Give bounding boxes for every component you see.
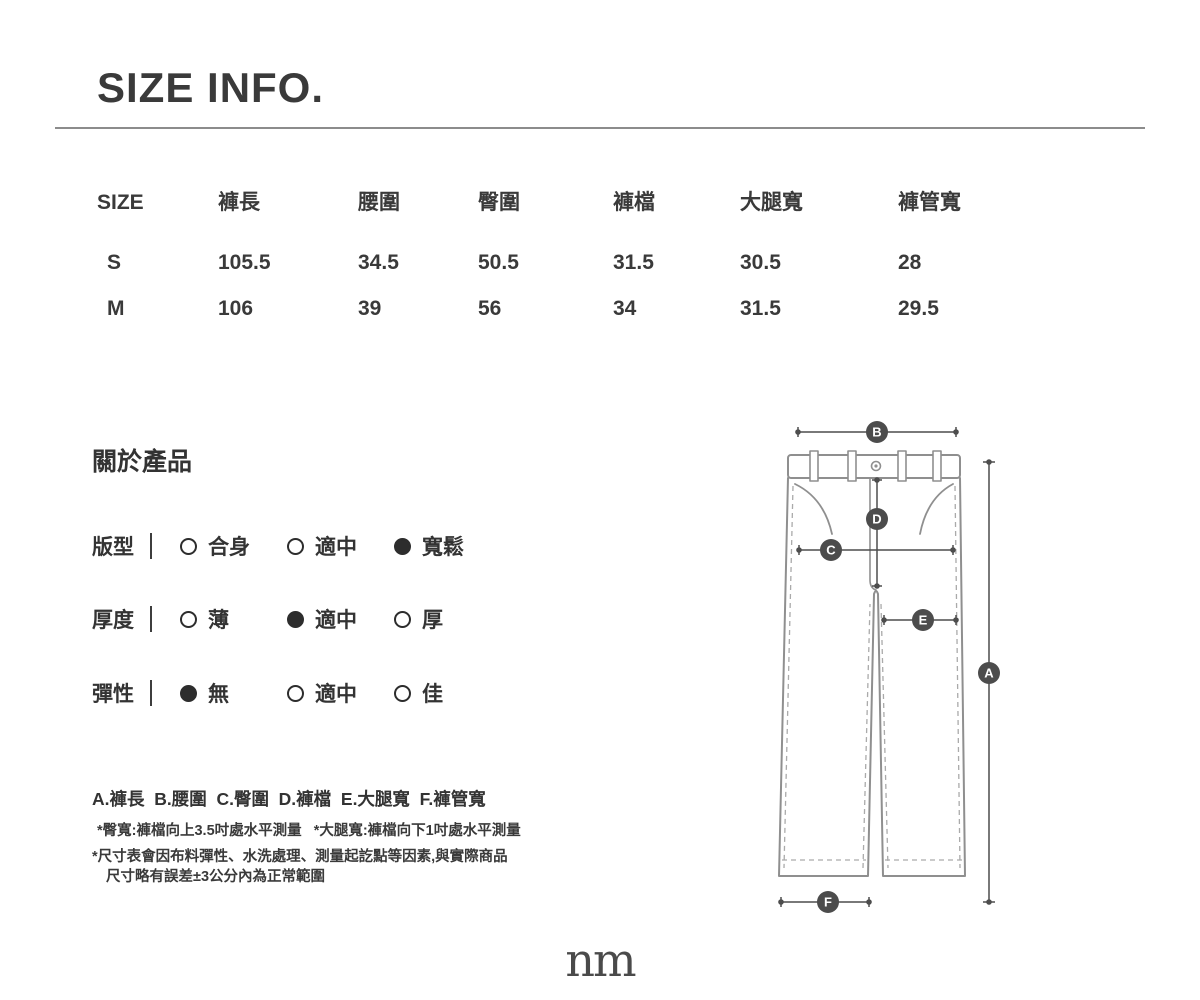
option-label: 適中 <box>315 536 357 559</box>
about-product-title: 關於產品 <box>92 448 193 476</box>
option-item: 厚 <box>394 604 443 634</box>
table-cell: S <box>107 251 122 274</box>
attribute-label: 彈性 <box>92 683 134 706</box>
button-dot <box>874 464 878 468</box>
note-line: 尺寸略有誤差±3公分內為正常範圍 <box>106 869 326 885</box>
table-cell: 31.5 <box>613 251 654 274</box>
attribute-row-thickness: 厚度 薄 適中 厚 <box>92 604 443 634</box>
option-item: 無 <box>180 678 287 708</box>
measure-label-a: A <box>984 666 994 681</box>
table-header-pant-length: 褲長 <box>218 191 260 214</box>
divider <box>150 680 152 706</box>
table-header-crotch: 褲檔 <box>613 191 655 214</box>
table-cell: 56 <box>478 297 502 320</box>
option-label: 合身 <box>208 536 250 559</box>
attribute-label: 厚度 <box>92 609 134 632</box>
brand-logo: nm <box>565 933 636 987</box>
measure-label-b: B <box>872 425 881 440</box>
table-cell: 34 <box>613 297 637 320</box>
table-header-hip: 臀圍 <box>478 191 520 214</box>
size-table: SIZE 褲長 腰圍 臀圍 褲檔 大腿寬 褲管寬 S 105.5 34.5 50… <box>97 192 1048 344</box>
radio-icon <box>287 684 304 702</box>
table-cell: M <box>107 297 125 320</box>
table-cell: 28 <box>898 251 922 274</box>
radio-icon <box>180 610 197 628</box>
option-item: 適中 <box>287 604 394 634</box>
title-divider <box>55 127 1145 129</box>
table-cell: 50.5 <box>478 251 519 274</box>
radio-icon <box>180 537 197 555</box>
option-label: 寬鬆 <box>422 536 464 559</box>
measure-label-c: C <box>826 543 836 558</box>
page-title: SIZE INFO. <box>97 64 325 111</box>
stitch-lines <box>782 485 963 869</box>
table-cell: 39 <box>358 297 382 320</box>
measure-label-d: D <box>872 512 881 527</box>
table-cell: 30.5 <box>740 251 781 274</box>
option-label: 適中 <box>315 683 357 706</box>
option-item: 合身 <box>180 531 287 561</box>
radio-icon <box>180 684 197 702</box>
attribute-row-elasticity: 彈性 無 適中 佳 <box>92 678 443 708</box>
radio-icon <box>394 537 411 555</box>
measure-badge-c <box>820 539 842 561</box>
table-header-size: SIZE <box>97 191 144 214</box>
measure-badge-e <box>912 609 934 631</box>
table-cell: 105.5 <box>218 251 271 274</box>
radio-icon <box>394 610 411 628</box>
table-header-thigh: 大腿寬 <box>740 191 803 214</box>
note-line: *尺寸表會因布料彈性、水洗處理、測量起訖點等因素,與實際商品 <box>92 849 508 865</box>
option-label: 薄 <box>208 609 229 632</box>
measure-label-e: E <box>919 613 928 628</box>
radio-icon <box>394 684 411 702</box>
pants-measurement-diagram: A B C D E F <box>778 421 1000 913</box>
table-cell: 106 <box>218 297 254 320</box>
measurement-legend: A.褲長 B.腰圍 C.臀圍 D.褲檔 E.大腿寬 F.褲管寬 <box>92 789 486 809</box>
option-label: 佳 <box>422 683 443 706</box>
table-cell: 31.5 <box>740 297 781 320</box>
measure-badge-d <box>866 508 888 530</box>
table-header-waist: 腰圍 <box>358 191 400 214</box>
divider <box>150 533 152 559</box>
option-item: 適中 <box>287 678 394 708</box>
radio-icon <box>287 537 304 555</box>
note-line: *臀寬:褲檔向上3.5吋處水平測量 *大腿寬:褲檔向下1吋處水平測量 <box>97 823 521 839</box>
measurement-endpoints <box>778 429 992 905</box>
option-item: 適中 <box>287 531 394 561</box>
divider <box>150 606 152 632</box>
option-label: 厚 <box>422 609 443 632</box>
measure-badge-b <box>866 421 888 443</box>
table-cell: 29.5 <box>898 297 939 320</box>
option-item: 佳 <box>394 678 443 708</box>
option-label: 適中 <box>315 609 357 632</box>
attribute-row-fit: 版型 合身 適中 寬鬆 <box>92 531 464 561</box>
table-cell: 34.5 <box>358 251 399 274</box>
radio-icon <box>287 610 304 628</box>
option-item: 寬鬆 <box>394 531 464 561</box>
option-label: 無 <box>208 683 229 706</box>
measure-label-f: F <box>824 895 832 910</box>
option-item: 薄 <box>180 604 287 634</box>
measure-badge-f <box>817 891 839 913</box>
table-header-leg-opening: 褲管寬 <box>898 191 961 214</box>
attribute-label: 版型 <box>92 536 134 559</box>
measure-badge-a <box>978 662 1000 684</box>
